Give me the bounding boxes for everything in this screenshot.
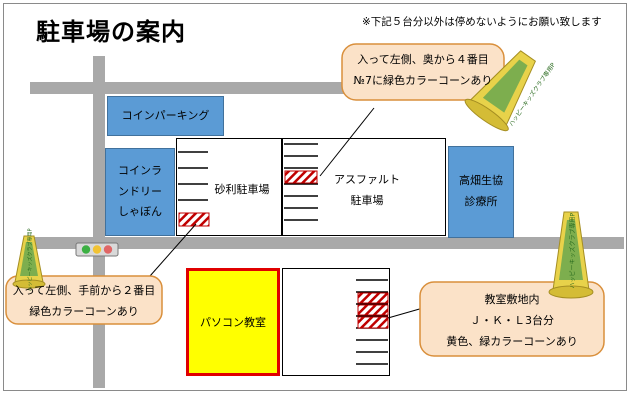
cone-icon-left	[12, 235, 46, 289]
right-callout-line3: 黄色、緑カラーコーンあり	[446, 334, 578, 348]
page-title: 駐車場の案内	[36, 18, 186, 46]
gravel-stall-lines	[178, 151, 208, 201]
right-callout-line1: 教室敷地内	[484, 293, 540, 306]
left-callout-line2: 緑色カラーコーンあり	[29, 304, 139, 318]
clinic-building: 高畑生協 診療所	[448, 146, 514, 238]
laundry-building: コインラ ンドリー しゃぼん	[105, 148, 175, 236]
cone-text-left: ハッピーキッズクラブ専用P	[27, 228, 34, 292]
parking-note: ※下記５台分以外は停めないようにお願い致します	[362, 16, 602, 28]
right-callout-text: 教室敷地内 Ｊ・Ｋ・Ｌ3台分 黄色、緑カラーコーンあり	[420, 290, 604, 353]
traffic-light-icon	[75, 242, 119, 257]
gravel-lot-label: 砂利駐車場	[214, 183, 270, 196]
top-callout-line1: 入って左側、奥から４番目	[357, 53, 489, 66]
cone-text-right: ハッピーキッズクラブ専用P	[569, 212, 577, 289]
road-top	[30, 82, 348, 94]
left-callout-pointer	[149, 223, 197, 277]
coin-parking-building: コインパーキング	[107, 96, 224, 136]
left-callout-text: 入って左側、手前から２番目 緑色カラーコーンあり	[6, 281, 162, 323]
asphalt-stall-lines	[284, 143, 318, 221]
asphalt-lot-label-line1: アスファルト	[334, 173, 400, 186]
clinic-label-line1: 高畑生協	[459, 174, 503, 188]
laundry-label-line2: ンドリー	[118, 184, 162, 198]
school-designated-space-l	[357, 316, 389, 329]
cone-icon-top-right	[464, 50, 536, 132]
laundry-label-line3: しゃぼん	[118, 205, 162, 219]
laundry-label-line1: コインラ	[118, 163, 162, 177]
top-callout-line2: №7に緑色カラーコーンあり	[353, 73, 493, 87]
coin-parking-label: コインパーキング	[121, 108, 210, 122]
right-callout-line2: Ｊ・Ｋ・Ｌ3台分	[470, 313, 554, 327]
clinic-label-line2: 診療所	[464, 195, 498, 208]
pc-room-label: パソコン教室	[200, 316, 266, 329]
asphalt-designated-space	[284, 170, 318, 184]
cone-icon-right	[548, 211, 594, 299]
asphalt-lot-label: アスファルト 駐車場	[322, 170, 412, 212]
right-callout	[419, 281, 605, 357]
school-designated-space-j	[357, 292, 389, 304]
top-callout-text: 入って左側、奥から４番目 №7に緑色カラーコーンあり	[342, 50, 504, 92]
school-designated-space-k	[357, 304, 389, 316]
left-callout	[5, 275, 163, 325]
left-callout-line1: 入って左側、手前から２番目	[12, 284, 156, 297]
gravel-designated-space	[178, 212, 210, 227]
asphalt-lot-label-line2: 駐車場	[350, 193, 384, 207]
top-callout-pointer	[319, 107, 375, 177]
pc-room-building: パソコン教室	[186, 268, 280, 376]
